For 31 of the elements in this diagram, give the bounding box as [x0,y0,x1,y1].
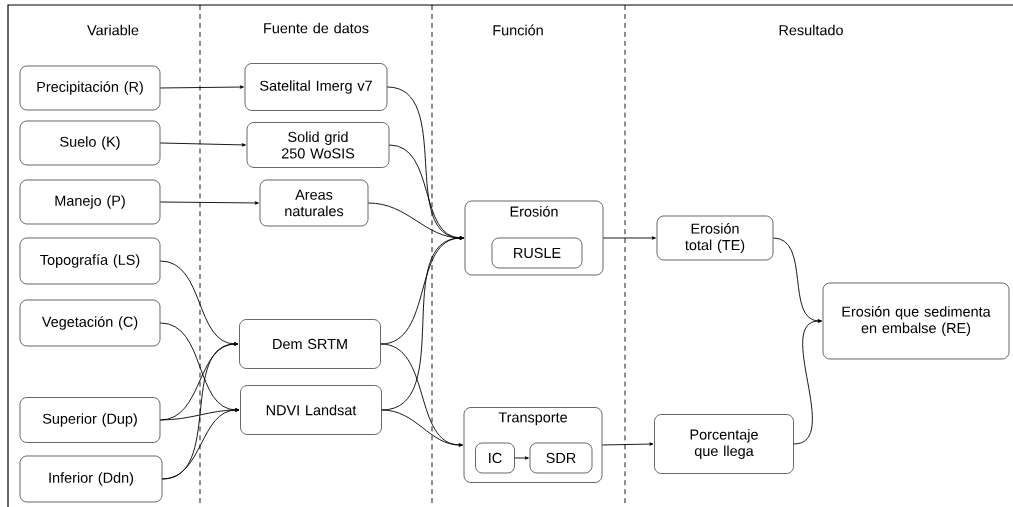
process-box: Precipitación (R) [19,65,161,111]
column-heading: Función [493,24,543,36]
process-box: Porcentaje que llega [654,414,794,474]
method-box: SDR [529,442,593,474]
process-box: Erosión que sedimenta en embalse (RE) [822,282,1010,360]
process-box: Satelital Imerg v7 [244,63,388,111]
process-box: Superior (Dup) [19,397,161,443]
process-box: NDVI Landsat [240,385,382,435]
method-box: IC [475,442,515,474]
arrow [159,85,244,89]
process-box: Suelo (K) [19,120,161,166]
column-heading: Variable [87,24,139,36]
arrow [159,142,246,147]
process-box: Inferior (Ddn) [19,455,163,503]
arrow [602,236,656,240]
process-box: Solid grid 250 WoSIS [246,122,390,168]
process-box: Areas naturales [259,179,369,227]
arrow [601,442,654,446]
arrow [381,409,463,447]
process-box: Vegetación (C) [19,299,161,347]
method-box: RUSLE [491,237,583,269]
process-box: Erosión total (TE) [656,215,774,261]
arrow [793,319,822,445]
arrow [161,408,240,480]
arrow [514,456,529,460]
process-box: Dem SRTM [239,319,381,369]
process-box: Manejo (P) [19,179,161,225]
arrow [159,201,259,205]
column-heading: Fuente de datos [264,22,369,34]
process-box: Topografía (LS) [19,237,161,285]
column-heading: Resultado [779,24,843,36]
